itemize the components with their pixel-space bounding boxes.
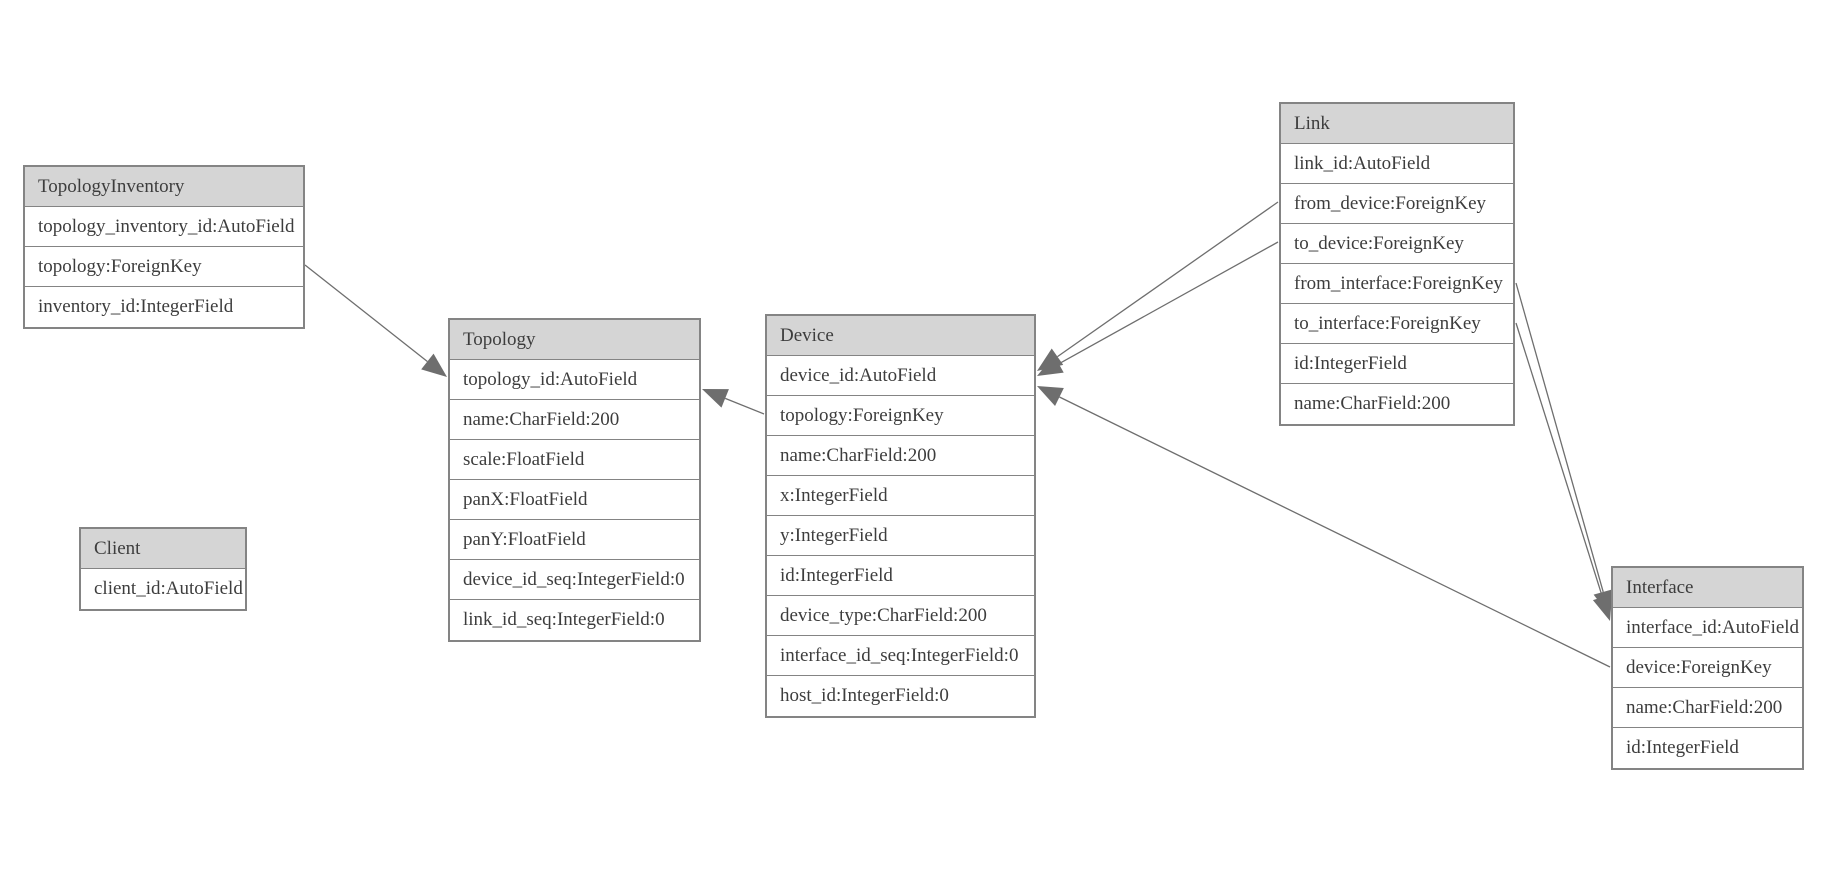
field-row: device_id:AutoField xyxy=(767,356,1034,396)
field-row: from_device:ForeignKey xyxy=(1281,184,1513,224)
field-row: name:CharField:200 xyxy=(1613,688,1802,728)
field-row: topology:ForeignKey xyxy=(767,396,1034,436)
field-row: device_id_seq:IntegerField:0 xyxy=(450,560,699,600)
field-row: id:IntegerField xyxy=(1613,728,1802,768)
field-row: client_id:AutoField xyxy=(81,569,245,609)
arrowhead-icon xyxy=(1037,355,1064,376)
relationship-line xyxy=(1057,201,1279,358)
field-row: panY:FloatField xyxy=(450,520,699,560)
entity-title: Link xyxy=(1281,104,1513,144)
edge-interface-device xyxy=(1037,386,1611,668)
field-row: to_device:ForeignKey xyxy=(1281,224,1513,264)
field-row: link_id_seq:IntegerField:0 xyxy=(450,600,699,640)
field-row: scale:FloatField xyxy=(450,440,699,480)
field-row: name:CharField:200 xyxy=(767,436,1034,476)
relationship-line xyxy=(724,397,765,415)
field-row: name:CharField:200 xyxy=(450,400,699,440)
field-row: device_type:CharField:200 xyxy=(767,596,1034,636)
field-row: y:IntegerField xyxy=(767,516,1034,556)
field-row: host_id:IntegerField:0 xyxy=(767,676,1034,716)
edge-topologyinventory-topology xyxy=(304,264,447,377)
field-row: from_interface:ForeignKey xyxy=(1281,264,1513,304)
relationship-line xyxy=(1515,282,1604,593)
relationship-line xyxy=(1515,322,1604,598)
arrowhead-icon xyxy=(702,389,729,408)
field-row: topology_id:AutoField xyxy=(450,360,699,400)
field-row: name:CharField:200 xyxy=(1281,384,1513,424)
arrowhead-icon xyxy=(1592,594,1613,621)
field-row: device:ForeignKey xyxy=(1613,648,1802,688)
field-row: topology:ForeignKey xyxy=(25,247,303,287)
edge-link-from-device xyxy=(1037,201,1279,371)
entity-title: Interface xyxy=(1613,568,1802,608)
field-row: x:IntegerField xyxy=(767,476,1034,516)
entity-title: TopologyInventory xyxy=(25,167,303,207)
field-row: id:IntegerField xyxy=(1281,344,1513,384)
field-row: link_id:AutoField xyxy=(1281,144,1513,184)
edge-link-to-device xyxy=(1037,241,1279,376)
relationship-line xyxy=(304,264,428,363)
field-row: panX:FloatField xyxy=(450,480,699,520)
edge-link-to-interface xyxy=(1515,322,1613,621)
arrowhead-icon xyxy=(1037,386,1064,406)
arrowhead-icon xyxy=(421,353,447,377)
entity-title: Topology xyxy=(450,320,699,360)
field-row: id:IntegerField xyxy=(767,556,1034,596)
field-row: to_interface:ForeignKey xyxy=(1281,304,1513,344)
relationship-line xyxy=(1059,396,1611,668)
field-row: inventory_id:IntegerField xyxy=(25,287,303,327)
relationship-line xyxy=(1058,241,1279,365)
entity-title: Device xyxy=(767,316,1034,356)
field-row: topology_inventory_id:AutoField xyxy=(25,207,303,247)
field-row: interface_id_seq:IntegerField:0 xyxy=(767,636,1034,676)
edge-device-topology xyxy=(702,389,765,415)
field-row: interface_id:AutoField xyxy=(1613,608,1802,648)
edge-link-from-interface xyxy=(1515,282,1613,616)
entity-title: Client xyxy=(81,529,245,569)
